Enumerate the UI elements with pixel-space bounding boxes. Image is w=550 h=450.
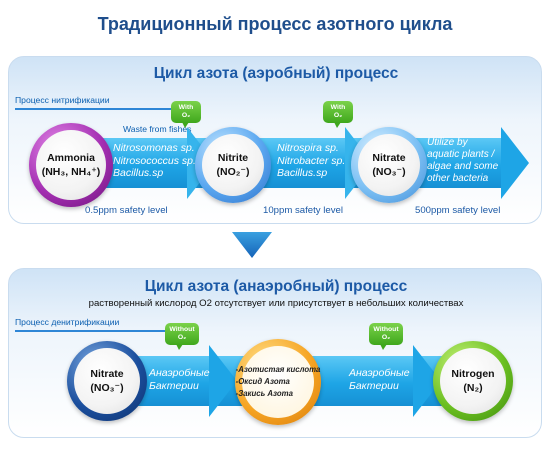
anaerobic-bacteria-1: Анаэробные Бактерии: [149, 367, 210, 392]
safety-level-ammonia: 0.5ppm safety level: [85, 205, 168, 216]
aerobic-panel: Цикл азота (аэробный) процесс Процесс ни…: [8, 56, 542, 224]
down-arrow-icon: [232, 232, 272, 258]
safety-level-nitrate: 500ppm safety level: [415, 205, 501, 216]
denitrification-label: Процесс денитрификации: [15, 317, 120, 327]
nitrification-arrow: [15, 104, 194, 114]
anaerobic-flow-arrowhead-1: [209, 345, 237, 417]
anaerobic-bacteria-2: Анаэробные Бактерии: [349, 367, 410, 392]
safety-level-nitrite: 10ppm safety level: [263, 205, 343, 216]
nitrate-label-aerobic: Nitrate (NO₃⁻): [372, 152, 406, 178]
utilize-text: Utilize by aquatic plants / algae and so…: [427, 137, 499, 184]
page-title: Традиционный процесс азотного цикла: [97, 14, 453, 34]
nitrogen-node: Nitrogen (N₂): [433, 341, 513, 421]
nitrate-node-anaerobic: Nitrate (NO₃⁻): [67, 341, 147, 421]
ammonia-node: Ammonia (NH₃, NH₄⁺): [29, 123, 113, 207]
aerobic-flow-band: [79, 138, 503, 188]
waste-label: Waste from fishes: [123, 124, 192, 134]
aerobic-title: Цикл азота (аэробный) процесс: [153, 65, 399, 82]
nitrate-label-anaerobic: Nitrate (NO₃⁻): [90, 368, 124, 394]
ammonia-label: Ammonia (NH₃, NH₄⁺): [41, 152, 101, 178]
nitrite-label: Nitrite (NO₂⁻): [216, 152, 250, 178]
denitrification-arrow: [15, 326, 194, 336]
intermediates-node: -Азотистая кислота -Оксид Азота -Закись …: [235, 339, 321, 425]
anaerobic-subtitle: растворенный кислород O2 отсутствует или…: [88, 298, 464, 309]
nitrite-node: Nitrite (NO₂⁻): [195, 127, 271, 203]
nitrogen-label: Nitrogen (N₂): [451, 368, 495, 394]
aerobic-bacteria-2: Nitrospira sp. Nitrobacter sp. Bacillus.…: [277, 142, 346, 179]
aerobic-bacteria-1: Nitrosomonas sp. Nitrosococcus sp. Bacil…: [113, 142, 196, 179]
aerobic-flow-arrowhead: [501, 127, 529, 199]
intermediates-list: -Азотистая кислота -Оксид Азота -Закись …: [235, 365, 321, 398]
nitrate-node-aerobic: Nitrate (NO₃⁻): [351, 127, 427, 203]
anaerobic-panel: Цикл азота (анаэробный) процесс растворе…: [8, 268, 542, 438]
anaerobic-title: Цикл азота (анаэробный) процесс: [144, 278, 408, 295]
nitrification-label: Процесс нитрификации: [15, 95, 110, 105]
